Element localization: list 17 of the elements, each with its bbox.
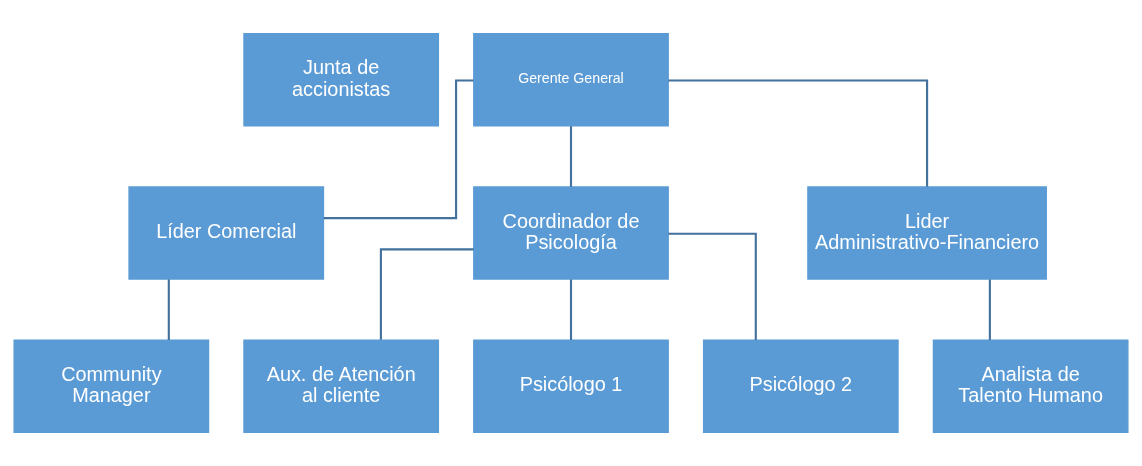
connector: [668, 79, 929, 187]
node-box: Coordinador de Psicología: [473, 186, 669, 280]
node-box: Gerente General: [473, 32, 669, 127]
connector: [668, 232, 757, 341]
node-box: Psicólogo 1: [473, 339, 669, 434]
connector: [988, 279, 991, 340]
node-box: Lider Administrativo-Financiero: [807, 186, 1047, 280]
connector: [569, 126, 573, 187]
node-box: Aux. de Atención al cliente: [243, 339, 440, 434]
node-box: Analista de Talento Humano: [932, 339, 1129, 434]
connector: [379, 248, 474, 340]
connector: [167, 279, 170, 340]
connector: [569, 279, 573, 340]
node-box: Community Manager: [13, 339, 210, 434]
node-box: Psicólogo 2: [702, 339, 899, 434]
node-box: Líder Comercial: [128, 186, 325, 280]
node-box: Junta de accionistas: [243, 32, 440, 127]
